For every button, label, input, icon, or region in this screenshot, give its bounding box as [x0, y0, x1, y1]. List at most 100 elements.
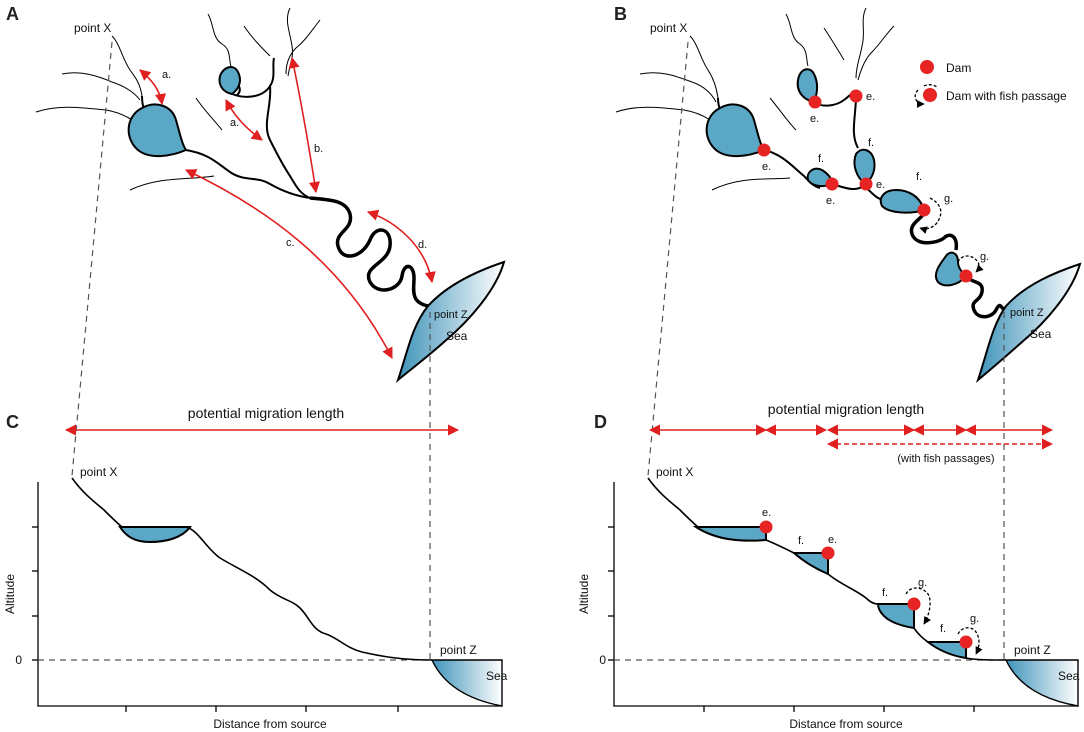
lake: [796, 68, 818, 104]
segment-arrow-d: [366, 209, 436, 284]
headwater-branch: [35, 106, 133, 121]
panel-letter-c: C: [6, 412, 19, 432]
profile-sea: [430, 659, 503, 707]
segment-arrow-b: [288, 56, 321, 194]
fish-passage-arrow-icon: [957, 627, 983, 655]
segment-label-b: b.: [314, 143, 323, 155]
fish-passage-arrow-icon: [923, 84, 939, 89]
headwater-branch: [639, 72, 717, 103]
profile-sea: [1004, 659, 1079, 707]
legend-fish-passage-label: Dam with fish passage: [946, 89, 1067, 103]
headwater-branch: [855, 7, 867, 79]
headwater-branch: [785, 13, 809, 67]
migration-length-label: potential migration length: [768, 401, 924, 417]
point-z-label: point Z: [1014, 643, 1051, 657]
lake: [218, 66, 241, 96]
river-profile: [647, 477, 1007, 661]
dam-label-f: f.: [818, 153, 824, 165]
sea-label: Sea: [486, 669, 508, 683]
fish-passage-note: (with fish passages): [897, 453, 994, 465]
dam-marker: [859, 177, 873, 191]
legend-fish-passage-dam-icon: [923, 88, 937, 102]
dam-with-fish-passage-marker: [959, 269, 973, 283]
legend-dam-label: Dam: [946, 61, 971, 75]
dam-marker: [759, 520, 773, 534]
profile-axes: [613, 482, 1078, 707]
dam-with-fish-passage-marker: [959, 635, 973, 649]
dam-label-f: f.: [940, 623, 946, 635]
headwater-branch: [286, 7, 293, 77]
panel-letter-d: D: [594, 412, 607, 432]
panel-a: A point X point Z Sea a. a. b. c: [6, 4, 506, 384]
segment-arrow-a1: [139, 69, 167, 106]
dam-label-e: e.: [762, 507, 771, 519]
main-river: [964, 274, 1008, 319]
dam-label-e: e.: [810, 113, 819, 125]
river-profile: [71, 477, 433, 661]
point-z-label: point Z: [440, 643, 477, 657]
dam-label-g: g.: [970, 613, 979, 625]
headwater-branch: [823, 27, 845, 61]
dam-label-g: g.: [980, 251, 989, 263]
dam-label-e: e.: [828, 534, 837, 546]
reservoir: [692, 526, 767, 542]
lake: [934, 251, 968, 287]
migration-length-label: potential migration length: [188, 405, 344, 421]
dam-marker: [825, 177, 839, 191]
dam-label-g: g.: [918, 577, 927, 589]
headwater-branch: [769, 97, 797, 131]
headwater-branch: [195, 97, 223, 131]
fish-passage-arrow-icon: [914, 89, 925, 108]
headwater-branch: [243, 25, 271, 57]
panel-letter-a: A: [6, 4, 19, 24]
headwater-branch: [61, 72, 141, 101]
headwater-branch: [711, 177, 791, 191]
sea-label: Sea: [446, 329, 468, 343]
panel-d: D potential migration length (with fish …: [577, 401, 1080, 731]
dam-label-e: e.: [876, 179, 885, 191]
reservoir: [876, 603, 915, 630]
dam-label-f: f.: [882, 587, 888, 599]
point-x-label: point X: [80, 465, 117, 479]
dam-label-e: e.: [826, 195, 835, 207]
sea: [975, 262, 1082, 384]
sea-label: Sea: [1030, 327, 1052, 341]
dam-label-e: e.: [866, 91, 875, 103]
dam-label-f: f.: [798, 535, 804, 547]
lake: [705, 103, 766, 157]
guide-line-point-x: [71, 41, 113, 477]
main-river: [309, 196, 429, 308]
headwater-branch: [111, 35, 143, 97]
x-axis-label: Distance from source: [789, 717, 903, 731]
headwater-branch: [857, 25, 895, 81]
lake: [853, 148, 876, 186]
main-river: [909, 209, 959, 251]
fish-passage-arrow-icon: [905, 587, 931, 625]
dam-with-fish-passage-marker: [907, 597, 921, 611]
y-axis-label: Altitude: [3, 574, 17, 614]
dam-marker: [757, 143, 771, 157]
segment-label-a2: a.: [230, 117, 239, 129]
dam-label-g: g.: [944, 193, 953, 205]
dam-label-e: e.: [762, 161, 771, 173]
y-zero-label: 0: [599, 653, 606, 667]
point-z-label: point Z: [1010, 307, 1044, 319]
sea: [395, 260, 506, 384]
segment-label-a1: a.: [162, 69, 171, 81]
dam-marker: [849, 89, 863, 103]
fish-passage-arrow-icon: [919, 197, 942, 234]
segment-arrow-a2: [225, 98, 263, 141]
segment-arrow-c: [184, 169, 393, 359]
lake: [879, 188, 926, 214]
headwater-branch: [615, 106, 711, 121]
headwater-branch: [689, 35, 719, 99]
dam-label-f: f.: [916, 171, 922, 183]
x-axis-label: Distance from source: [213, 717, 327, 731]
dam-marker: [808, 95, 822, 109]
y-zero-label: 0: [15, 653, 22, 667]
headwater-branch: [207, 13, 233, 71]
panel-letter-b: B: [614, 4, 627, 24]
y-axis-label: Altitude: [577, 574, 591, 614]
dam-marker: [821, 546, 835, 560]
